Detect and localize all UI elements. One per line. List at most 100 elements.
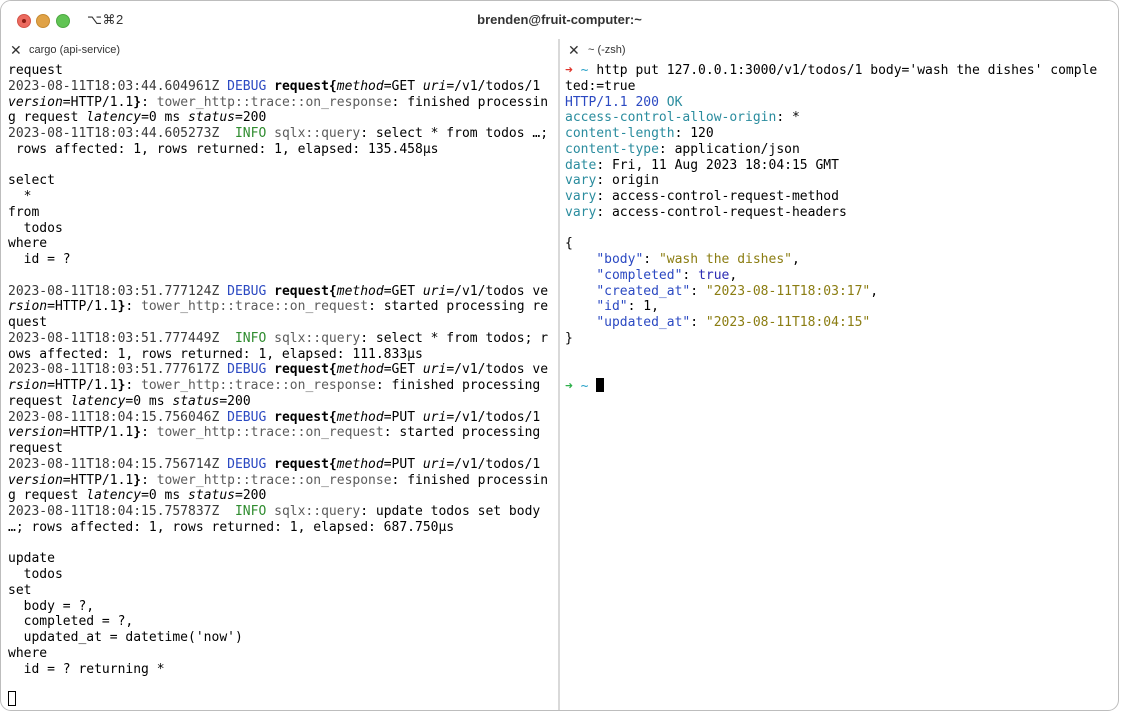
response-headers: access-control-allow-origin: *content-le… bbox=[565, 110, 1115, 220]
command-text: http put 127.0.0.1:3000/v1/todos/1 body=… bbox=[596, 63, 1098, 78]
json-value: "2023-08-11T18:03:17" bbox=[705, 283, 871, 299]
header-value: origin bbox=[611, 173, 659, 189]
header-name: vary bbox=[565, 204, 597, 220]
log-line: completed = ?, bbox=[8, 614, 134, 630]
prompt-ok-arrow-icon: ➜ bbox=[565, 379, 573, 394]
tab-label: cargo (api-service) bbox=[29, 44, 121, 56]
command-line: ➜ ~ http put 127.0.0.1:3000/v1/todos/1 b… bbox=[565, 63, 1115, 79]
log-line: * bbox=[8, 189, 32, 204]
json-body: "body": "wash the dishes", "completed": … bbox=[565, 252, 1115, 331]
log-line: …; rows affected: 1, rows returned: 1, e… bbox=[8, 519, 455, 535]
tab-cargo-api-service[interactable]: ✕ cargo (api-service) bbox=[1, 39, 558, 63]
header-name: vary bbox=[565, 173, 597, 189]
http-status-line: HTTP/1.1 200 OK bbox=[565, 95, 1115, 111]
header-value: 120 bbox=[690, 126, 714, 141]
response-header: vary: origin bbox=[565, 173, 659, 189]
pane-divider[interactable] bbox=[558, 39, 560, 710]
json-value: 1 bbox=[643, 299, 652, 315]
log-line: from bbox=[8, 204, 40, 220]
log-line: where bbox=[8, 236, 48, 252]
log-line bbox=[8, 268, 556, 284]
response-header: content-type: application/json bbox=[565, 141, 800, 157]
tab-zsh[interactable]: ✕ ~ (-zsh) bbox=[560, 39, 1118, 63]
log-line bbox=[8, 158, 556, 174]
log-line: rsion=HTTP/1.1}: tower_http::trace::on_r… bbox=[8, 378, 541, 393]
json-field: "body": "wash the dishes", bbox=[596, 252, 800, 267]
http-protocol: HTTP/1.1 bbox=[565, 94, 628, 110]
close-tab-icon[interactable]: ✕ bbox=[10, 42, 22, 58]
log-line: id = ? bbox=[8, 252, 71, 267]
log-line: version=HTTP/1.1}: tower_http::trace::on… bbox=[8, 94, 549, 110]
http-status-code: 200 bbox=[635, 94, 659, 110]
header-value: access-control-request-method bbox=[611, 189, 839, 204]
json-field: "id": 1, bbox=[596, 299, 659, 315]
log-line: request latency=0 ms status=200 bbox=[8, 393, 251, 409]
log-line: 2023-08-11T18:04:15.756714Z DEBUG reques… bbox=[8, 456, 541, 472]
json-key: "updated_at" bbox=[596, 315, 691, 330]
log-line: todos bbox=[8, 220, 63, 236]
log-line: request bbox=[8, 441, 63, 456]
terminal-cursor bbox=[596, 378, 605, 392]
log-line: id = ? returning * bbox=[8, 661, 165, 677]
json-open-brace: { bbox=[565, 236, 573, 252]
log-line: 2023-08-11T18:03:51.777124Z DEBUG reques… bbox=[8, 283, 549, 299]
json-value: true bbox=[698, 267, 730, 283]
json-key: "completed" bbox=[596, 267, 683, 283]
close-window-button[interactable] bbox=[17, 14, 31, 28]
command-line-wrap: ted:=true bbox=[565, 78, 636, 94]
header-value: application/json bbox=[674, 141, 800, 157]
prompt-line: ➜ ~ bbox=[565, 378, 1115, 394]
json-field: "created_at": "2023-08-11T18:03:17", bbox=[596, 283, 879, 299]
log-line: 2023-08-11T18:04:15.756046Z DEBUG reques… bbox=[8, 409, 541, 425]
log-line: ows affected: 1, rows returned: 1, elaps… bbox=[8, 346, 423, 362]
log-line: where bbox=[8, 645, 48, 661]
window-shortcut-label: ⌥⌘2 bbox=[87, 12, 124, 27]
prompt-error-arrow-icon: ➜ bbox=[565, 63, 573, 78]
json-field: "completed": true, bbox=[596, 267, 738, 283]
terminal-cursor bbox=[8, 691, 16, 706]
log-line: update bbox=[8, 551, 55, 567]
window-title: brenden@fruit-computer:~ bbox=[477, 12, 642, 27]
prompt-directory: ~ bbox=[580, 379, 589, 394]
json-field: "updated_at": "2023-08-11T18:04:15" bbox=[596, 315, 871, 330]
terminal-pane-right[interactable]: ➜ ~ http put 127.0.0.1:3000/v1/todos/1 b… bbox=[565, 63, 1115, 709]
log-line: request bbox=[8, 63, 63, 78]
log-line: set bbox=[8, 582, 32, 598]
log-line: rsion=HTTP/1.1}: tower_http::trace::on_r… bbox=[8, 299, 549, 315]
log-line: todos bbox=[8, 567, 63, 582]
response-header: content-length: 120 bbox=[565, 126, 714, 141]
response-header: vary: access-control-request-headers bbox=[565, 204, 847, 220]
json-key: "created_at" bbox=[596, 283, 691, 299]
response-header: access-control-allow-origin: * bbox=[565, 110, 800, 126]
prompt-directory: ~ bbox=[580, 63, 589, 78]
header-name: access-control-allow-origin bbox=[565, 110, 777, 126]
log-line: version=HTTP/1.1}: tower_http::trace::on… bbox=[8, 472, 549, 488]
header-name: content-length bbox=[565, 126, 675, 141]
minimize-window-button[interactable] bbox=[36, 14, 50, 28]
json-close-brace: } bbox=[565, 330, 573, 346]
response-header: date: Fri, 11 Aug 2023 18:04:15 GMT bbox=[565, 157, 839, 173]
log-line: body = ?, bbox=[8, 598, 95, 614]
zoom-window-button[interactable] bbox=[56, 14, 70, 28]
log-line: 2023-08-11T18:03:51.777449Z INFO sqlx::q… bbox=[8, 330, 549, 346]
log-line: g request latency=0 ms status=200 bbox=[8, 488, 267, 504]
close-tab-icon[interactable]: ✕ bbox=[568, 42, 580, 58]
log-line: version=HTTP/1.1}: tower_http::trace::on… bbox=[8, 425, 541, 441]
log-line: g request latency=0 ms status=200 bbox=[8, 110, 267, 126]
header-name: date bbox=[565, 157, 597, 173]
log-line: updated_at = datetime('now') bbox=[8, 630, 243, 645]
title-bar: ⌥⌘2 brenden@fruit-computer:~ bbox=[1, 1, 1118, 39]
http-status-reason: OK bbox=[666, 94, 683, 110]
header-name: vary bbox=[565, 189, 597, 204]
log-line: 2023-08-11T18:04:15.757837Z INFO sqlx::q… bbox=[8, 504, 541, 519]
header-value: access-control-request-headers bbox=[611, 204, 847, 220]
log-line bbox=[8, 536, 556, 552]
json-value: "2023-08-11T18:04:15" bbox=[705, 315, 871, 330]
log-line: 2023-08-11T18:03:44.605273Z INFO sqlx::q… bbox=[8, 126, 549, 141]
header-value: Fri, 11 Aug 2023 18:04:15 GMT bbox=[611, 157, 839, 173]
log-line: quest bbox=[8, 315, 48, 330]
header-value: * bbox=[791, 110, 800, 126]
response-header: vary: access-control-request-method bbox=[565, 189, 839, 204]
